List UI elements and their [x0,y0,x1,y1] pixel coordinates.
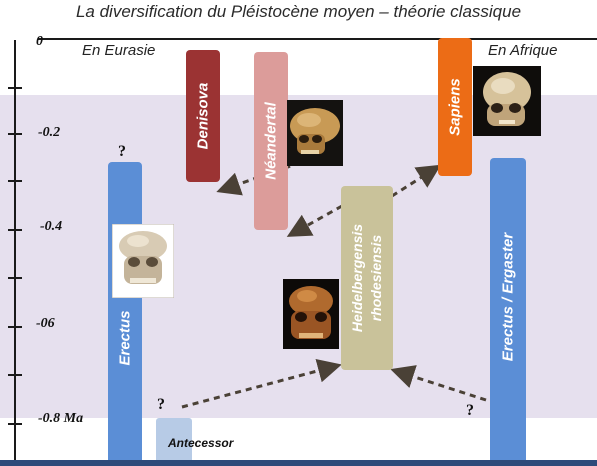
label-heidelbergensis-line2: rhodesiensis [368,234,384,322]
bar-sapiens: Sapiens [438,38,472,176]
label-heidelbergensis: Heidelbergensis rhodesiensis [348,224,386,332]
axis-tick [8,423,22,425]
axis-tick [8,229,22,231]
axis-label-0: 0 [36,34,43,49]
neandertal-skull-image [287,100,343,166]
time-axis [14,40,16,466]
arrow-antecessor-to-heidelbergensis [181,359,342,409]
label-erectus: Erectus [116,310,134,366]
arrow-ergaster-to-heidelbergensis [390,365,487,402]
bar-erectus-ergaster: Erectus / Ergaster [490,158,526,466]
top-axis-line [38,38,597,40]
arrow-to-sapiens [391,164,442,198]
bar-antecessor [156,418,192,466]
bar-erectus: Erectus [108,162,142,466]
axis-label-0-4: -0.4 [40,219,63,234]
axis-label-0-8: -0.8 Ma [38,411,84,426]
label-erectus-ergaster: Erectus / Ergaster [499,232,517,361]
arrow-to-neandertal [286,204,343,237]
axis-tick [8,277,22,279]
page-title: La diversification du Pléistocène moyen … [75,2,522,21]
bottom-strip [0,460,597,466]
axis-label-0-6: -06 [36,316,55,331]
bar-neandertal: Néandertal [254,52,288,230]
label-neandertal: Néandertal [262,102,280,180]
axis-tick [8,87,22,89]
axis-label-0-2: -0.2 [38,125,61,140]
region-eurasia: En Eurasie [82,42,156,59]
axis-tick [8,374,22,376]
label-antecessor: Antecessor [168,436,234,450]
sapiens-skull-image [473,66,541,136]
label-sapiens: Sapiens [446,78,464,136]
question-mark-antecessor: ? [157,396,165,413]
region-africa: En Afrique [488,42,558,59]
bar-heidelbergensis: Heidelbergensis rhodesiensis [341,186,393,370]
axis-tick [8,326,22,328]
heidelbergensis-skull-image [283,279,339,349]
erectus-skull-image [112,224,174,298]
axis-tick [8,180,22,182]
question-mark-ergaster: ? [466,402,474,419]
axis-tick [8,133,22,135]
question-mark-erectus: ? [118,143,126,160]
label-denisova: Denisova [194,82,212,150]
bar-denisova: Denisova [186,50,220,182]
label-heidelbergensis-line1: Heidelbergensis [349,223,365,333]
